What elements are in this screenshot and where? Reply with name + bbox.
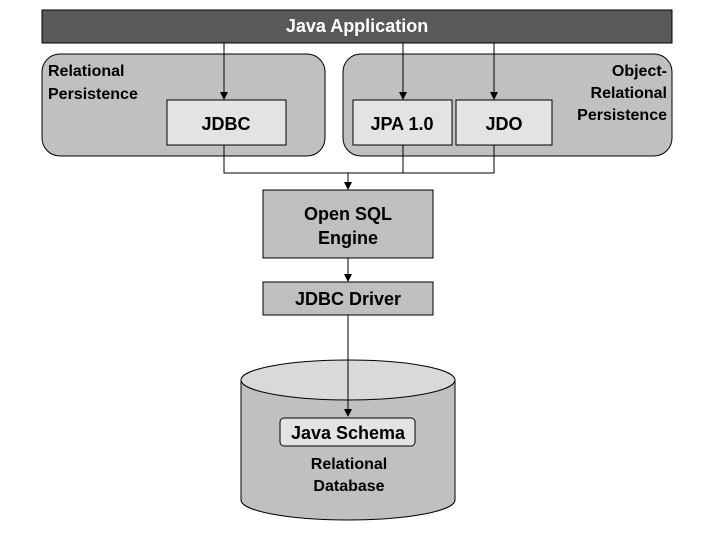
database-label-line2: Database (313, 478, 384, 495)
java-application-label: Java Application (286, 16, 428, 36)
jdo-box (455, 99, 553, 146)
database-cylinder-body (240, 379, 456, 521)
relational-group-label-line1: Relational (48, 63, 124, 80)
jdbc-driver-label: JDBC Driver (295, 289, 401, 309)
relational-group-label-line2: Persistence (48, 86, 138, 103)
or-group-label-line3: Persistence (577, 107, 667, 124)
engine-label-line1: Open SQL (304, 204, 392, 224)
jpa-label: JPA 1.0 (370, 114, 433, 134)
java-schema-box (279, 417, 416, 447)
jdbc-box (166, 99, 287, 146)
or-group-label-line1: Object- (612, 63, 667, 80)
database-label-line1: Relational (311, 456, 387, 473)
jdbc-label: JDBC (201, 114, 250, 134)
java-schema-label: Java Schema (291, 423, 406, 443)
connector-apis-merge (223, 145, 495, 174)
engine-label-line2: Engine (318, 228, 378, 248)
java-application-bar (41, 9, 673, 44)
jdo-label: JDO (485, 114, 522, 134)
or-group-label-line2: Relational (591, 85, 667, 102)
